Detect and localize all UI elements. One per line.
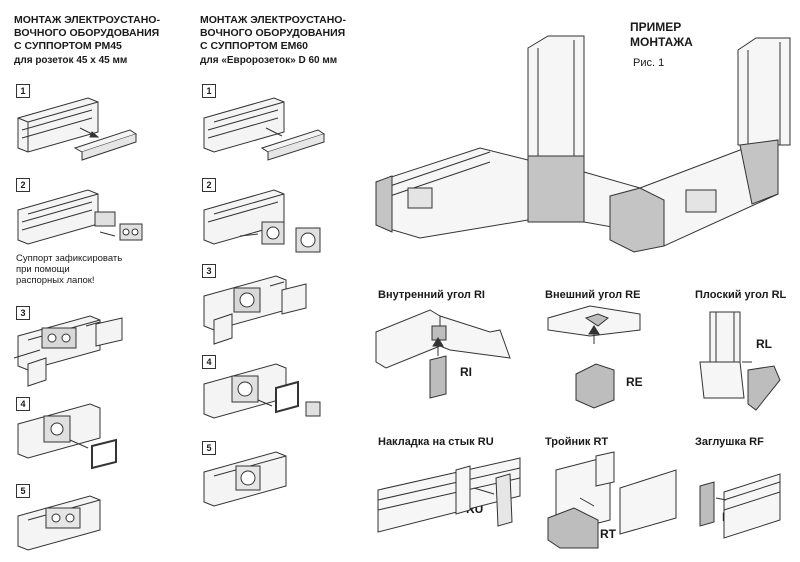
step-badge: 2 <box>16 178 30 192</box>
arrow-icon <box>69 439 89 449</box>
step-badge: 3 <box>16 306 30 320</box>
socket-insert <box>305 401 321 417</box>
arrow-icon <box>269 281 285 287</box>
fitting-caption-rl: Плоский угол RL <box>695 289 787 301</box>
re-illustration <box>547 305 641 409</box>
support-note: Суппорт зафиксировать при помощи распорн… <box>16 253 123 286</box>
fitting-caption-rt: Тройник RT <box>545 436 609 448</box>
rf-piece <box>699 481 715 527</box>
frame-piece <box>275 380 299 414</box>
finished-socket <box>235 465 261 491</box>
ru-illustration <box>377 457 521 533</box>
step-badge: 1 <box>16 84 30 98</box>
middle-column-subtitle: для «Евророзеток» D 60 мм <box>200 55 338 66</box>
arrow-icon <box>99 231 116 237</box>
cover-piece <box>27 357 47 387</box>
fitting-caption-re: Внешний угол RE <box>545 289 641 301</box>
step-badge: 2 <box>202 178 216 192</box>
rt-piece <box>547 507 599 549</box>
arrow-icon <box>85 321 101 327</box>
ru-piece <box>495 473 513 527</box>
figure-label: Рис. 1 <box>633 57 665 69</box>
ri-piece <box>429 355 447 399</box>
arrow-icon <box>473 487 495 495</box>
vertical-duct <box>527 35 585 161</box>
rl-piece <box>747 365 781 411</box>
step-badge: 3 <box>202 264 216 278</box>
fitting-caption-rf: Заглушка RF <box>695 436 764 448</box>
arrow-up-icon <box>432 337 444 347</box>
support-pm45 <box>94 211 116 227</box>
end-cap <box>375 175 393 233</box>
fitting-label-ri: RI <box>460 365 472 379</box>
frame-piece <box>91 438 117 470</box>
arrow-head-icon <box>89 131 100 138</box>
fitting-caption-ru: Накладка на стык RU <box>378 436 494 448</box>
ri-illustration <box>375 309 511 399</box>
arrow-icon <box>239 233 259 237</box>
cover-piece <box>281 283 307 315</box>
socket-unit <box>685 189 717 213</box>
rl-illustration <box>699 311 781 411</box>
socket-unit <box>407 187 433 209</box>
arrow-icon <box>579 497 595 507</box>
step-badge: 1 <box>202 84 216 98</box>
arrow-icon <box>715 497 727 501</box>
vertical-duct <box>737 37 791 146</box>
re-piece <box>575 363 615 409</box>
left-column-subtitle: для розеток 45 х 45 мм <box>14 55 128 66</box>
finished-socket <box>45 507 81 529</box>
rt-illustration <box>547 451 677 549</box>
installed-support <box>41 327 77 349</box>
middle-column-title: МОНТАЖ ЭЛЕКТРОУСТАНО- ВОЧНОГО ОБОРУДОВАН… <box>200 14 346 52</box>
arrow-icon <box>257 399 273 407</box>
duct-illustration <box>17 97 99 153</box>
fitting-label-rt: RT <box>600 527 616 541</box>
fitting-caption-ri: Внутренний угол RI <box>378 289 485 301</box>
left-column-title: МОНТАЖ ЭЛЕКТРОУСТАНО- ВОЧНОГО ОБОРУДОВАН… <box>14 14 160 52</box>
example-title: ПРИМЕР МОНТАЖА <box>630 20 693 49</box>
arrow-icon <box>13 349 41 359</box>
external-corner <box>739 139 779 205</box>
step-badge: 5 <box>202 441 216 455</box>
cover-piece <box>95 317 123 347</box>
socket-module <box>119 223 143 241</box>
rf-illustration <box>699 473 781 539</box>
cover-piece <box>213 313 233 345</box>
arrow-icon <box>265 127 283 137</box>
step-badge: 5 <box>16 484 30 498</box>
duct-illustration <box>203 97 285 153</box>
fitting-label-re: RE <box>626 375 643 389</box>
fitting-label-rl: RL <box>756 337 772 351</box>
arrow-up-icon <box>588 325 600 335</box>
step-badge: 4 <box>202 355 216 369</box>
step-badge: 4 <box>16 397 30 411</box>
external-corner <box>609 187 665 253</box>
cover-illustration <box>73 129 138 161</box>
